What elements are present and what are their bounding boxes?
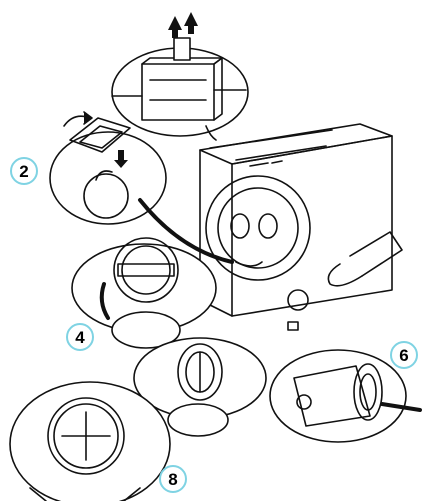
cover-removal-detail: [112, 38, 248, 140]
hand-icon: [328, 232, 402, 286]
bent-arrow-icon: [64, 112, 92, 126]
step-badge-4: 4: [66, 323, 94, 351]
step-badge-2: 2: [10, 157, 38, 185]
step-number-4: 4: [75, 329, 84, 346]
step-badge-8: 8: [159, 465, 187, 493]
up-arrows-icon: [168, 12, 198, 38]
step-number-2: 2: [19, 163, 28, 180]
washing-machine: [200, 124, 392, 330]
step-number-8: 8: [168, 471, 177, 488]
filter-cap-detail: [72, 238, 216, 348]
step-badge-6: 6: [390, 341, 418, 369]
step-number-6: 6: [399, 347, 408, 364]
cap-refit-detail: [10, 382, 170, 501]
